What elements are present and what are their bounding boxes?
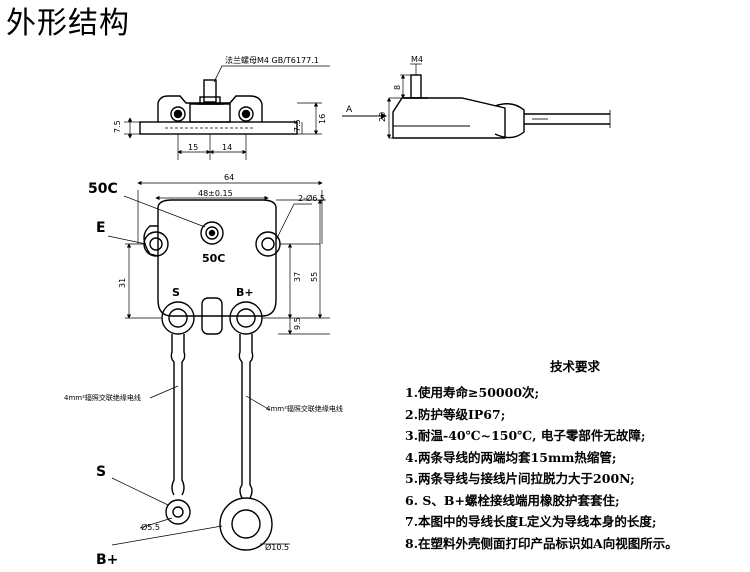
s-terminal-outer (161, 301, 195, 335)
label-s: S (172, 286, 180, 299)
requirement-item: 6. S、B+螺栓接线端用橡胶护套套住; (405, 492, 620, 508)
top-view-stud (203, 79, 217, 103)
top-view-body (157, 95, 263, 122)
label-bplus: B+ (236, 286, 254, 299)
center-stud-outer (200, 221, 224, 245)
side-view-housing (392, 97, 506, 139)
dim-9-5: 9.5 (293, 317, 302, 330)
wire-label-left: 4mm²辐照交联绝缘电线 (64, 393, 141, 402)
dim-hole-spacing: 48±0.15 (198, 189, 233, 198)
wire-label-right: 4mm²辐照交联绝缘电线 (266, 404, 343, 413)
left-mount-hole (149, 237, 163, 251)
top-view (124, 65, 330, 160)
label-e: E (96, 220, 106, 236)
left-mount-hole-outer (143, 231, 169, 257)
wire-b-right (249, 334, 254, 499)
dim-b-hole: Ø10.5 (265, 542, 289, 552)
page-title: 外形结构 (6, 6, 130, 41)
dim-55: 55 (310, 272, 319, 282)
bplus-ring-terminal (219, 497, 273, 551)
wire-s-right (181, 334, 186, 496)
requirement-item: 2.防护等级IP67; (405, 406, 506, 422)
requirement-item: 5.两条导线与接线片间拉脱力大于200N; (405, 471, 635, 486)
top-view-base-plate (139, 121, 298, 135)
bplus-terminal (236, 308, 256, 328)
side-view-boot (494, 103, 525, 139)
label-50c-inner: 50C (202, 252, 225, 265)
right-mount-hole (261, 237, 275, 251)
technical-requirements: 技术要求 1.使用寿命≥50000次; 2.防护等级IP67; 3.耐温-40℃… (405, 356, 745, 554)
requirement-item: 3.耐温-40℃~150℃, 电子零部件无故障; (405, 428, 646, 443)
requirement-item: 8.在塑料外壳侧面打印产品标识如A向视图所示。 (405, 535, 678, 551)
direction-a-label: A (346, 105, 353, 115)
center-stud (205, 226, 219, 240)
thread-label: M4 (411, 55, 423, 64)
bplus-terminal-outer (229, 301, 263, 335)
front-view (107, 180, 330, 551)
requirement-item: 1.使用寿命≥50000次; (405, 385, 540, 400)
wire-s-left (170, 334, 175, 496)
terminal-bplus-label: B+ (96, 552, 118, 568)
side-view (342, 63, 611, 139)
dim-37: 37 (293, 272, 302, 282)
front-view-body (157, 199, 277, 317)
dim-span-left: 15 (188, 143, 198, 152)
dim-thread: 8 (393, 85, 402, 90)
top-view-right-terminal (238, 106, 254, 122)
center-boss (201, 297, 223, 335)
dim-right-inner: 7.5 (293, 119, 302, 132)
dim-31: 31 (118, 278, 127, 288)
label-50c-outer: 50C (88, 181, 118, 197)
s-terminal (168, 308, 188, 328)
dim-left-height: 7.5 (113, 120, 122, 133)
side-view-stud (410, 74, 422, 99)
dim-right-height: 16 (318, 114, 327, 124)
top-view-left-terminal (170, 106, 186, 122)
dim-holes: 2-Ø6.5 (298, 193, 325, 203)
terminal-s-label: S (96, 464, 106, 480)
requirement-item: 7.本图中的导线长度L定义为导线本身的长度; (405, 514, 657, 529)
requirements-heading: 技术要求 (549, 359, 600, 374)
nut-callout: 法兰螺母M4 GB/T6177.1 (225, 55, 319, 65)
bplus-ring-hole (231, 509, 261, 539)
s-ring-hole (172, 506, 184, 518)
wire-b-left (238, 334, 243, 499)
requirement-item: 4.两条导线的两端均套15mm热缩管; (405, 449, 617, 465)
dim-width: 64 (224, 173, 234, 182)
s-ring-terminal (165, 499, 191, 525)
dim-s-hole: Ø5.5 (141, 522, 160, 532)
dim-side-height: 20 (378, 112, 387, 122)
dim-span-right: 14 (222, 143, 232, 152)
